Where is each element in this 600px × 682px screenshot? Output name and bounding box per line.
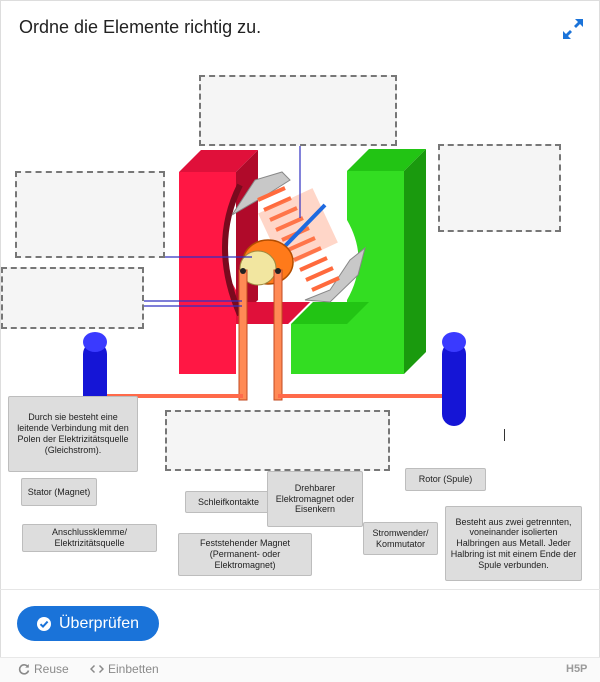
dropzone-right[interactable] [438, 144, 561, 232]
draggable-drehbarer[interactable]: Drehbarer Elektromagnet oder Eisenkern [267, 471, 363, 527]
check-circle-icon [37, 616, 51, 631]
check-button[interactable]: Überprüfen [17, 606, 159, 641]
dropzone-top[interactable] [199, 75, 397, 146]
bottom-bar [0, 657, 600, 682]
footer-separator [0, 589, 600, 590]
reuse-button[interactable]: Reuse [18, 662, 69, 676]
reuse-label: Reuse [34, 662, 69, 676]
dropzone-left-upper[interactable] [15, 171, 165, 258]
check-button-label: Überprüfen [59, 614, 140, 632]
draggable-schleifkontakte[interactable]: Schleifkontakte [185, 491, 272, 513]
draggable-feststehender[interactable]: Feststehender Magnet (Permanent- oder El… [178, 533, 312, 576]
draggable-halbringe[interactable]: Besteht aus zwei getrennten, voneinander… [445, 506, 582, 581]
dropzone-bottom[interactable] [165, 410, 390, 471]
reuse-icon [18, 664, 30, 675]
draggable-leitend[interactable]: Durch sie besteht eine leitende Verbindu… [8, 396, 138, 472]
draggable-anschluss[interactable]: Anschlussklemme/ Elektrizitätsquelle [22, 524, 157, 552]
dropzone-left-lower[interactable] [1, 267, 144, 329]
embed-button[interactable]: Einbetten [90, 662, 159, 676]
text-cursor [504, 429, 505, 441]
task-title: Ordne die Elemente richtig zu. [19, 17, 262, 37]
draggable-stator[interactable]: Stator (Magnet) [21, 478, 97, 506]
h5p-logo[interactable]: H5P [566, 663, 588, 675]
draggable-rotor[interactable]: Rotor (Spule) [405, 468, 486, 491]
embed-label: Einbetten [108, 662, 159, 676]
embed-icon [90, 664, 104, 674]
draggable-stromwender[interactable]: Stromwender/ Kommutator [363, 522, 438, 555]
fullscreen-icon[interactable] [561, 17, 585, 41]
